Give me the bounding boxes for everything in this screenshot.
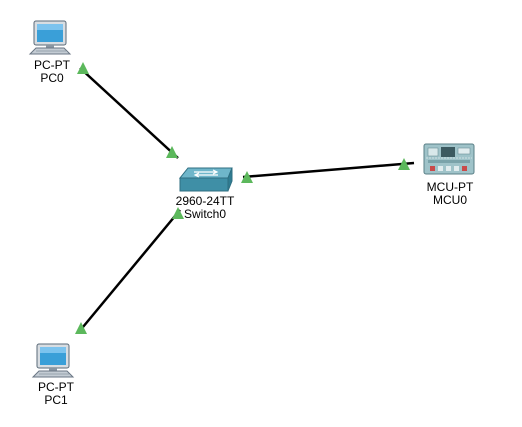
pc0-label: PC-PT PC0 [30, 59, 74, 85]
link-up-triangle-icon [77, 62, 89, 74]
link-pc0-switch0[interactable] [79, 67, 179, 159]
link-pc1-switch0[interactable] [77, 209, 181, 334]
device-name: Switch0 [183, 207, 227, 221]
switch0-label: 2960-24TT Switch0 [170, 195, 240, 221]
device-model: PC-PT [38, 380, 74, 394]
link-up-triangle-icon [166, 146, 178, 158]
pc-icon[interactable] [31, 343, 75, 378]
link-up-triangle-icon [172, 207, 184, 219]
pc1-label: PC-PT PC1 [34, 381, 78, 407]
link-up-triangle-icon [398, 158, 410, 170]
link-mcu0-switch0[interactable] [242, 161, 415, 179]
device-model: PC-PT [34, 58, 70, 72]
device-model: MCU-PT [426, 180, 474, 194]
mcu-board-icon[interactable] [423, 143, 475, 175]
device-name: MCU0 [432, 193, 467, 207]
device-name: PC0 [40, 71, 64, 85]
switch-icon[interactable] [178, 167, 233, 192]
link-up-triangle-icon [241, 171, 253, 183]
device-name: PC1 [44, 393, 68, 407]
device-model: 2960-24TT [175, 194, 235, 208]
mcu0-label: MCU-PT MCU0 [422, 181, 478, 207]
link-up-triangle-icon [75, 322, 87, 334]
pc-icon[interactable] [28, 20, 72, 55]
